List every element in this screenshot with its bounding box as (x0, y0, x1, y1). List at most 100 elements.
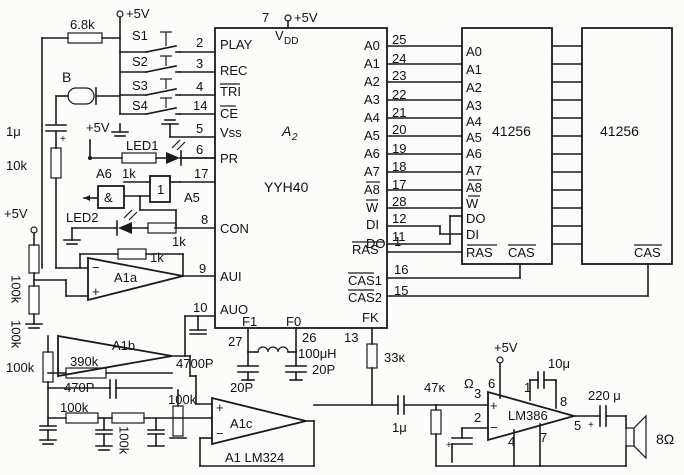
speaker-label: 8Ω (656, 431, 674, 447)
pin-a2-num: 23 (392, 68, 406, 83)
resistor-100k-top-label: 100k (9, 275, 24, 304)
inductor-label: 100μH (298, 346, 337, 361)
pin-a3-num: 22 (392, 87, 406, 102)
opamp-a1b (57, 334, 173, 378)
mic-label: B (62, 69, 71, 85)
resistor-led1 (121, 152, 157, 164)
pin-vss-num: 5 (196, 121, 203, 136)
lm386-pin-6: 6 (488, 376, 495, 391)
pin-rec-num: 3 (196, 56, 203, 71)
svg-text:+: + (588, 420, 594, 431)
resistor-100k-4 (172, 405, 184, 437)
pin-17-num: 17 (194, 166, 208, 181)
vdd-pin-num: 7 (262, 10, 269, 25)
pin-a0-num: 25 (392, 32, 406, 47)
ram1-body (461, 27, 553, 265)
led2-icon (116, 209, 138, 236)
chip-yyh40-body (214, 27, 388, 329)
pin-con-num: 8 (201, 212, 208, 227)
vss-supply-label: +5V (86, 120, 110, 135)
ram2-body (581, 27, 673, 265)
pin-w-num: 28 (392, 194, 406, 209)
led1-label: LED1 (126, 138, 159, 153)
lm386-pin-8: 8 (560, 394, 567, 409)
pin-tri-num: 4 (196, 79, 203, 94)
lm324-label: A1 LM324 (225, 450, 284, 465)
vdd-sub: DD (284, 36, 298, 47)
led2-label: LED2 (66, 210, 99, 225)
svg-text:+: + (490, 398, 498, 413)
inductor-icon (257, 346, 289, 353)
svg-text:+: + (60, 134, 66, 145)
resistor-100k-3 (111, 412, 145, 424)
vdd-terminal-icon (284, 14, 292, 22)
pin-w-label: W (366, 200, 379, 215)
ram1-pin-a7: A7 (466, 163, 482, 178)
switch-supply-terminal-icon (116, 10, 124, 18)
cap-20p-b-label: 20P (312, 362, 335, 377)
switch-s1[interactable]: S1 (132, 28, 181, 53)
svg-text:−: − (92, 260, 100, 275)
pin-f0-label: F0 (286, 314, 301, 329)
gate-a6-label: A6 (96, 166, 112, 181)
pin-a2-label: A2 (364, 74, 380, 89)
resistor-a6-label: 1k (122, 166, 136, 181)
opamp-a1a (87, 256, 184, 302)
cap-1u-label: 1μ (6, 124, 21, 139)
ram2-pin-cas: CAS (634, 245, 661, 260)
svg-text:+: + (446, 440, 452, 451)
ram1-pin-do: DO (466, 211, 486, 226)
supply-100k-label: +5V (4, 206, 28, 221)
microphone-icon (67, 87, 97, 105)
pin-ras-label: RAS (352, 242, 379, 257)
buffer-gate-symbol: 1 (157, 182, 164, 197)
pin-cas2-num: 15 (394, 283, 408, 298)
speaker-icon (625, 414, 647, 460)
resistor-10k (50, 147, 62, 179)
resistor-10k-label: 10k (6, 158, 27, 173)
switch-s4[interactable]: S4 (132, 97, 181, 115)
lm386-pin-5: 5 (574, 418, 581, 433)
pin-di-num: 12 (392, 211, 406, 226)
ram1-pin-a1: A1 (466, 62, 482, 77)
switch-s2[interactable]: S2 (132, 54, 181, 73)
cap-20p-a-label: 20P (230, 380, 253, 395)
ram1-pin-a4: A4 (466, 114, 482, 129)
switch-s1-label: S1 (132, 28, 148, 43)
pin-ce-num: 14 (193, 98, 207, 113)
resistor-led2-label: 1k (172, 234, 186, 249)
resistor-100k-bottom-label: 100k (9, 320, 24, 349)
svg-text:+: + (92, 284, 100, 299)
pin-auo-label: AUO (220, 302, 248, 317)
svg-text:+: + (216, 400, 224, 415)
omega-label: Ω (464, 376, 474, 391)
pin-do-label: DO (366, 236, 386, 251)
vdd-label: V (275, 28, 284, 43)
cap-1u-out-label: 1μ (392, 420, 407, 435)
address-bus (386, 45, 463, 253)
ram1-pin-a0: A0 (466, 44, 482, 59)
pin-a1-num: 24 (392, 51, 406, 66)
opamp-a1a-label: A1a (114, 270, 138, 285)
and-gate-symbol: & (104, 190, 113, 205)
lm386-pin-3: 3 (474, 386, 481, 401)
resistor-100k-2-label: 100k (60, 400, 89, 415)
switch-s3-label: S3 (132, 78, 148, 93)
switch-s3[interactable]: S3 (132, 78, 181, 96)
ram1-name: 41256 (492, 123, 531, 139)
and-gate-a6 (97, 185, 125, 209)
ram-bus-parallel (551, 45, 583, 245)
pin-f1-label: F1 (242, 314, 257, 329)
led1-icon (166, 139, 186, 166)
pin-a4-label: A4 (364, 110, 380, 125)
opamp-lm386 (487, 390, 578, 442)
ram1-pin-di: DI (466, 227, 479, 242)
lm386-pin-4: 4 (508, 434, 515, 449)
pin-a6-label: A6 (364, 146, 380, 161)
resistor-100k-bottom (28, 285, 40, 315)
lm386-pin-1: 1 (524, 380, 531, 395)
pin-aui-num: 9 (199, 261, 206, 276)
pin-a8-label: A8 (364, 182, 380, 197)
